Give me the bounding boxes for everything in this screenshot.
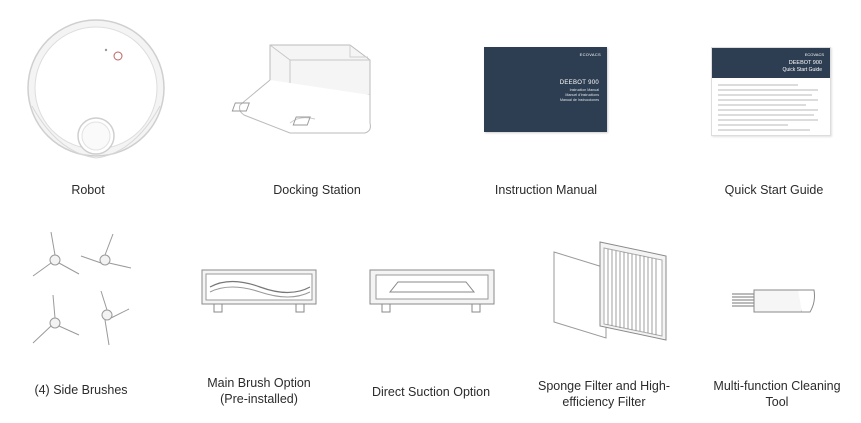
direct-suction-illustration <box>369 269 495 313</box>
quick-start-guide-label: Quick Start Guide <box>724 183 824 197</box>
cleaning-tool-label-line1: Multi-function Cleaning <box>713 379 841 393</box>
main-brush-illustration <box>201 269 317 313</box>
instruction-manual-label: Instruction Manual <box>494 183 598 197</box>
robot-vacuum-illustration <box>27 19 165 159</box>
direct-suction-label: Direct Suction Option <box>371 385 491 399</box>
guide-brand: ECOVACS <box>804 52 824 57</box>
filter-label-line1: Sponge Filter and High- <box>537 379 671 393</box>
filters-illustration <box>553 241 667 341</box>
guide-subtitle: Quick Start Guide <box>782 67 822 73</box>
guide-header-band <box>712 48 830 78</box>
quick-start-guide-sheet: ECOVACS DEEBOT 900 Quick Start Guide <box>711 47 831 136</box>
instruction-manual-cover: ECOVACS DEEBOT 900 Instruction Manual Ma… <box>484 47 607 132</box>
filter-label-line2: efficiency Filter <box>562 395 646 409</box>
side-brushes-illustration <box>32 231 132 346</box>
cleaning-tool-illustration <box>732 289 815 313</box>
manual-line-1: Instruction Manual <box>569 88 599 92</box>
manual-line-2: Manuel d'instructions <box>565 93 599 97</box>
main-brush-label-line1: Main Brush Option <box>207 376 311 390</box>
manual-brand: ECOVACS <box>579 52 601 57</box>
guide-text-lines <box>718 84 818 131</box>
robot-label: Robot <box>71 183 105 197</box>
cleaning-tool-label-line2: Tool <box>765 395 789 409</box>
main-brush-label-line2: (Pre-installed) <box>220 392 298 406</box>
manual-line-3: Manual de Instrucciones <box>560 98 599 102</box>
docking-station-illustration <box>231 44 371 134</box>
manual-model: DEEBOT 900 <box>559 80 599 86</box>
guide-model: DEEBOT 900 <box>788 60 822 66</box>
docking-station-label: Docking Station <box>273 183 361 197</box>
side-brushes-label: (4) Side Brushes <box>34 383 128 397</box>
